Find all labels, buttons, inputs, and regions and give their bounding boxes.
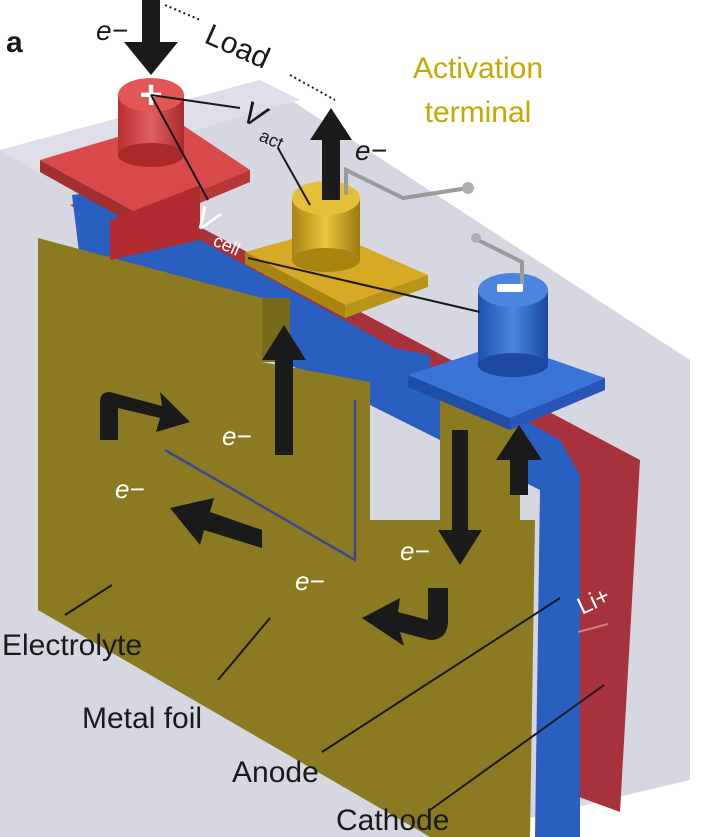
metal-foil-pointer (217, 617, 271, 681)
anode-arrow-up (496, 425, 542, 495)
negative-wire (476, 238, 524, 286)
load-circuit-dotted (164, 4, 336, 101)
positive-terminal (40, 78, 250, 260)
electron-out-label: e− (355, 135, 387, 166)
electron-in-arrow (124, 0, 178, 75)
v-act-leader-2 (277, 147, 311, 206)
activation-terminal-label-line1: Activation (413, 52, 543, 85)
foil-arrow-turn-bottom (362, 588, 448, 646)
cathode-sheet (70, 190, 640, 812)
activation-wire-tip (462, 182, 474, 194)
foil-arrow-down (438, 430, 482, 565)
cathode-pointer (429, 684, 605, 811)
cathode-label: Cathode (336, 804, 449, 837)
electron-in-label: e− (96, 15, 128, 46)
activation-terminal-label-line2: terminal (425, 96, 532, 129)
foil-electron-label-3: e− (400, 536, 430, 566)
v-act-leader (150, 94, 241, 109)
negative-terminal-mark (497, 284, 523, 292)
metal-foil-label: Metal foil (82, 702, 202, 735)
v-cell-leader-2 (247, 257, 481, 313)
foil-arrow-turn-top (100, 392, 190, 440)
panel-label: a (6, 26, 23, 59)
foil-arrow-up (262, 325, 306, 455)
foil-electron-label-2: e− (115, 474, 145, 504)
electrolyte-pointer (64, 584, 113, 616)
negative-wire-tip (471, 233, 481, 243)
anode-pointer (321, 597, 561, 753)
electron-out-arrow (310, 108, 352, 200)
load-label: Load (200, 18, 274, 75)
foil-electron-label-1: e− (222, 421, 252, 451)
activation-wire (344, 166, 470, 201)
electrolyte-label: Electrolyte (2, 629, 142, 662)
anode-label: Anode (232, 756, 319, 789)
foil-electron-label-4: e− (295, 566, 325, 596)
li-ion-arrow (577, 623, 609, 633)
foil-arrow-left (170, 498, 262, 548)
metal-foil-sheet (38, 238, 535, 837)
v-cell-leader (150, 94, 209, 201)
